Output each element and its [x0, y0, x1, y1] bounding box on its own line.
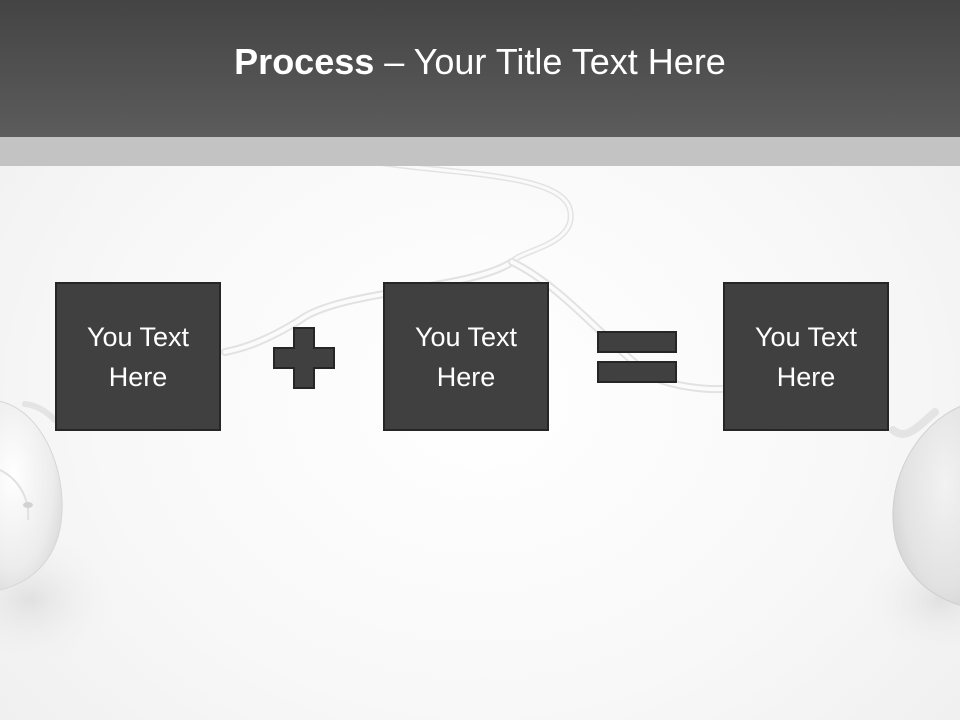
process-box-2-text: You Text Here [414, 321, 518, 392]
process-box-1[interactable]: You Text Here [55, 282, 221, 431]
plus-icon [273, 327, 335, 389]
process-box-1-text: You Text Here [86, 321, 190, 392]
title-bold-word: Process [234, 40, 375, 82]
title-bar: Process – Your Title Text Here [0, 0, 960, 137]
title-rest-text: Your Title Text Here [413, 40, 726, 82]
slide-title: Process – Your Title Text Here [234, 40, 726, 82]
title-separator: – [374, 40, 414, 82]
process-box-3[interactable]: You Text Here [723, 282, 889, 431]
process-box-3-text: You Text Here [754, 321, 858, 392]
process-box-2[interactable]: You Text Here [383, 282, 549, 431]
equals-icon [597, 331, 677, 383]
title-sub-band [0, 137, 960, 166]
